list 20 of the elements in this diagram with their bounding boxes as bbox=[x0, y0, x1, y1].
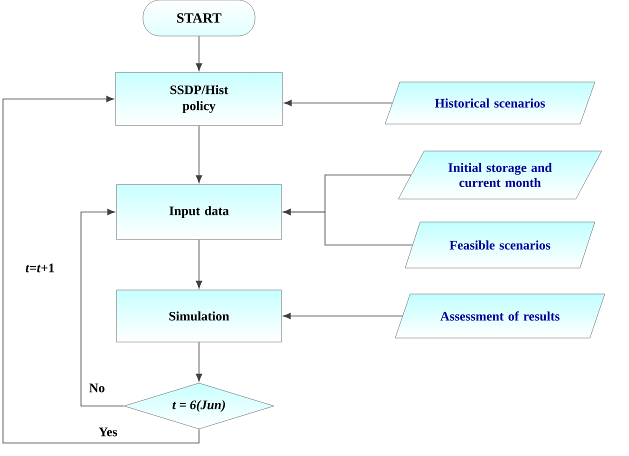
input-parallelogram: Assessment of results bbox=[395, 294, 605, 338]
arrow bbox=[196, 36, 202, 72]
process-box: SSDP/Hist policy bbox=[115, 72, 283, 126]
arrow bbox=[282, 208, 413, 246]
edge-label: No bbox=[88, 382, 106, 394]
arrow bbox=[282, 312, 403, 320]
input-parallelogram: Historical scenarios bbox=[384, 82, 596, 124]
arrow bbox=[196, 342, 202, 382]
input-parallelogram: Initial storage and current month bbox=[398, 150, 602, 200]
input-parallelogram: Feasible scenarios bbox=[404, 222, 596, 268]
process-box: Simulation bbox=[116, 290, 282, 342]
start-terminal: START bbox=[142, 0, 256, 36]
arrow bbox=[196, 239, 202, 289]
edge-label: Yes bbox=[98, 426, 118, 438]
arrow bbox=[196, 125, 202, 184]
process-box: Input data bbox=[116, 184, 282, 240]
loop-label: t=t+1 bbox=[26, 264, 54, 272]
arrow bbox=[284, 100, 393, 106]
arrow bbox=[2, 96, 200, 444]
arrow bbox=[80, 208, 124, 406]
